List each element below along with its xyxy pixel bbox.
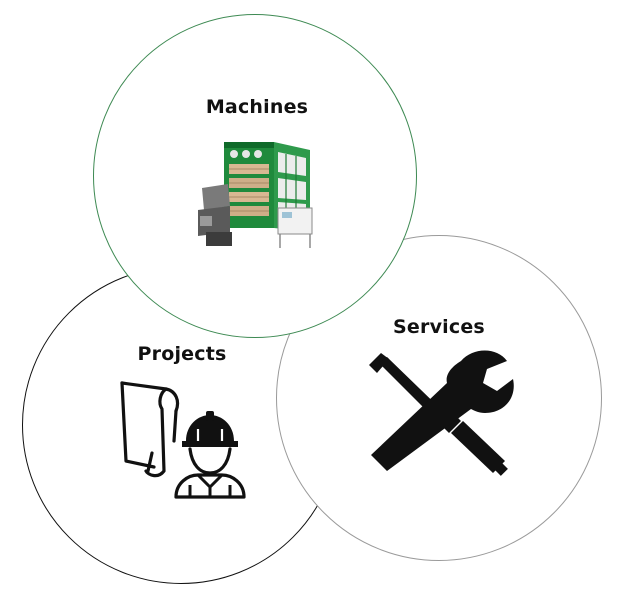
engineer-blueprint-icon bbox=[120, 381, 246, 499]
machines-label[interactable]: Machines bbox=[205, 96, 309, 118]
wrench-screwdriver-icon bbox=[369, 350, 514, 476]
projects-label[interactable]: Projects bbox=[137, 343, 227, 365]
services-label[interactable]: Services bbox=[393, 316, 485, 338]
machinery-image-icon bbox=[198, 142, 313, 248]
